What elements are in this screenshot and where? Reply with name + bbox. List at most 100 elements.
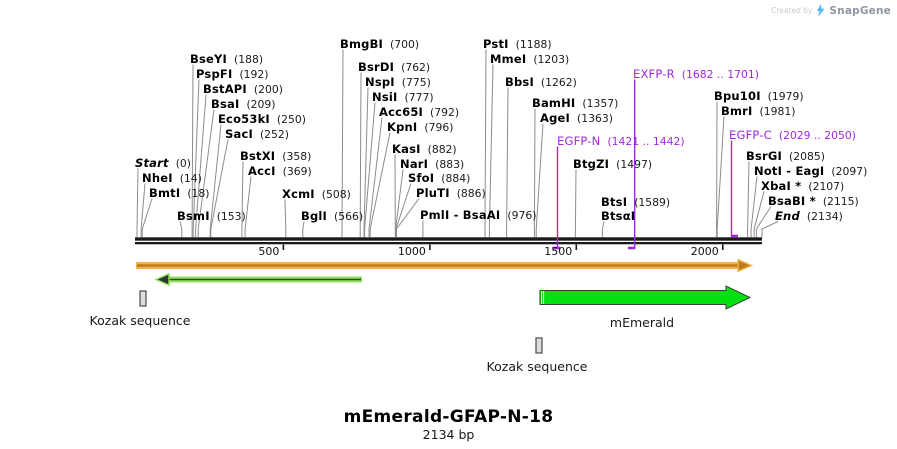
leader-line (244, 176, 252, 238)
site-position: (2107) (808, 180, 845, 193)
orange-feature-arrow[interactable] (136, 258, 754, 273)
site-label-bsabi[interactable]: BsaBI *(2115) (768, 193, 859, 209)
leader-line (601, 221, 605, 238)
site-position: (2085) (789, 150, 825, 163)
site-label-bmri[interactable]: BmrI (1981) (721, 103, 796, 119)
site-position: (1589) (634, 196, 671, 209)
site-label-bmti[interactable]: BmtI(18) (149, 185, 210, 201)
site-label-bmgbi[interactable]: BmgBI(700) (340, 36, 419, 52)
site-label-sfoi[interactable]: SfoI(884) (408, 170, 470, 186)
site-label-bsai[interactable]: BsaI (209) (211, 96, 276, 112)
site-name: AccI (248, 164, 276, 178)
site-label-acci[interactable]: AccI(369) (248, 163, 312, 179)
site-label-mmei[interactable]: MmeI (1203) (490, 51, 570, 67)
site-name: BsaI (211, 97, 240, 111)
kozak-sequence-label-2: Kozak sequence (486, 359, 588, 374)
site-label-pspfi[interactable]: PspFI(192) (196, 66, 269, 82)
leader-line (136, 168, 139, 238)
site-label-pluti[interactable]: PluTI (886) (416, 185, 486, 201)
site-name: Eco53kI (218, 112, 270, 126)
site-label-eco53ki[interactable]: Eco53kI (250) (218, 111, 306, 127)
site-position: (1357) (582, 97, 619, 110)
site-label-nari[interactable]: NarI(883) (400, 156, 464, 172)
site-position: (209) (246, 98, 276, 111)
leader-line (484, 49, 487, 238)
site-name: BtsI (601, 195, 628, 209)
site-position: (153) (216, 210, 246, 223)
site-position: (882) (427, 143, 457, 156)
snapgene-logo-icon (817, 4, 826, 17)
kozak-sequence-label-1: Kozak sequence (89, 313, 191, 328)
site-label-bpu10i[interactable]: Bpu10I(1979) (714, 88, 804, 104)
site-position: (252) (259, 128, 289, 141)
site-label-nspi[interactable]: NspI(775) (365, 74, 431, 90)
site-position: (200) (253, 83, 283, 96)
site-label-bbsi[interactable]: BbsI(1262) (505, 74, 577, 90)
feature-label-egfp-c[interactable]: EGFP-C(2029 .. 2050) (729, 127, 856, 143)
leader-line (302, 221, 305, 238)
feature-label-egfp-n[interactable]: EGFP-N(1421 .. 1442) (557, 133, 685, 149)
site-name: BamHI (532, 96, 576, 110)
site-position: (1682 .. 1701) (681, 68, 759, 81)
site-label-btgzi[interactable]: BtgZI(1497) (573, 156, 653, 172)
site-label-acc65i[interactable]: Acc65I(792) (379, 104, 459, 120)
site-position: (250) (276, 113, 306, 126)
site-position: (886) (456, 187, 486, 200)
site-label-end[interactable]: End(2134) (775, 208, 843, 224)
site-position: (0) (175, 157, 192, 170)
site-label-bsmi[interactable]: BsmI(153) (177, 208, 246, 224)
site-position: (1981) (759, 105, 796, 118)
leader-line (506, 87, 509, 238)
kozak-marker-2[interactable] (535, 337, 543, 354)
leader-line (533, 108, 536, 238)
site-label-nhei[interactable]: NheI(14) (142, 170, 202, 186)
site-position: (976) (507, 209, 537, 222)
site-label-btsi[interactable]: BtsI (1589) (601, 194, 671, 210)
site-name: EGFP-N (557, 134, 601, 148)
leader-line (750, 176, 758, 238)
site-name: BsrGI (746, 149, 782, 163)
site-label-bstxi[interactable]: BstXI(358) (240, 148, 311, 164)
site-label-xbai[interactable]: XbaI *(2107) (761, 178, 845, 194)
site-name: BtsαI (601, 209, 636, 223)
site-label-bsrgi[interactable]: BsrGI (2085) (746, 148, 825, 164)
site-label-xcmi[interactable]: XcmI(508) (282, 186, 351, 202)
site-label-agei[interactable]: AgeI(1363) (540, 110, 613, 126)
feature-label-exfp-r[interactable]: EXFP-R(1682 .. 1701) (633, 66, 759, 82)
memerald-label: mEmerald (609, 315, 675, 330)
leader-line (747, 161, 750, 238)
site-name: BmgBI (340, 37, 384, 51)
reverse-feature-arrow[interactable] (154, 272, 362, 287)
site-label-psti[interactable]: PstI(1188) (483, 36, 552, 52)
site-label-bamhi[interactable]: BamHI (1357) (532, 95, 619, 111)
site-label-nsii[interactable]: NsiI (777) (372, 89, 434, 105)
site-label-bts-i[interactable]: BtsαI (601, 208, 635, 223)
site-position: (2134) (806, 210, 843, 223)
site-name: MmeI (490, 52, 527, 66)
memerald-arrow[interactable] (539, 285, 752, 310)
kozak-marker-1[interactable] (139, 290, 147, 307)
leader-line (195, 94, 207, 238)
leader-line (197, 109, 215, 238)
site-name: BmrI (721, 104, 753, 118)
site-label-pmli-bsaai[interactable]: PmlI - BsaAI(976) (420, 207, 537, 223)
site-label-saci[interactable]: SacI(252) (225, 126, 289, 142)
site-position: (1203) (533, 53, 570, 66)
site-label-kpni[interactable]: KpnI(796) (387, 119, 453, 135)
site-label-start[interactable]: Start(0) (135, 155, 192, 171)
site-position: (777) (404, 91, 434, 104)
site-position: (2115) (822, 195, 859, 208)
site-position: (18) (187, 187, 210, 200)
site-label-bstapi[interactable]: BstAPI(200) (203, 81, 283, 97)
site-label-bgli[interactable]: BglI(566) (301, 208, 363, 224)
site-name: BglI (301, 209, 328, 223)
construct-title: mEmerald-GFAP-N-18 (343, 407, 554, 427)
site-name: PluTI (416, 186, 450, 200)
site-position: (1497) (616, 158, 653, 171)
site-name: NsiI (372, 90, 398, 104)
site-name: AgeI (540, 111, 571, 125)
site-label-kasi[interactable]: KasI(882) (392, 141, 457, 157)
site-label-bsrdi[interactable]: BsrDI(762) (358, 59, 430, 75)
site-label-noti-eagi[interactable]: NotI - EagI(2097) (754, 163, 867, 179)
site-label-bseyi[interactable]: BseYI(188) (190, 51, 263, 67)
